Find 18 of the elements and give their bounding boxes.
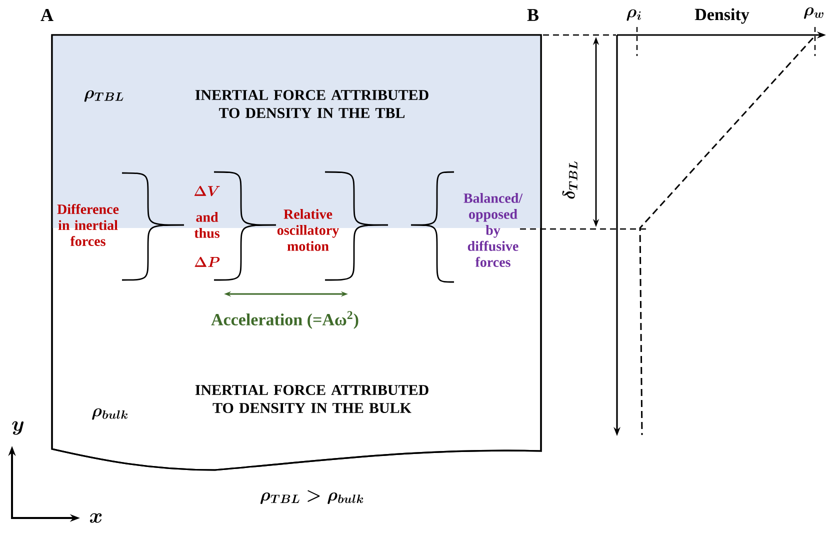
axis-label: $y$ xyxy=(12,421,24,435)
axis-label: $\rho_w$ xyxy=(804,7,824,19)
axis-label: $\rho_i$ xyxy=(626,9,641,21)
arrow-caption: Acceleration (=Aω$^{2}$) xyxy=(211,311,358,329)
annotation-text: and thus xyxy=(194,212,220,238)
annotation-text: $\Delta P$ xyxy=(194,256,220,267)
annotation-text: $\Delta V$ xyxy=(194,186,220,196)
annotation-text: Difference in inertial forces xyxy=(57,204,119,246)
dimension-label: $\delta_{TBL}$ xyxy=(562,162,578,199)
node-label: INERTIAL FORCE ATTRIBUTED TO DENSITY IN THE BULK xyxy=(195,384,428,414)
density-symbol: $\rho_{TBL}$ xyxy=(84,90,124,102)
axis-title: Density xyxy=(694,8,750,24)
inequality-text: $\rho_{TBL} > \rho_{bulk}$ xyxy=(260,490,364,504)
density-symbol: $\rho_{bulk}$ xyxy=(92,408,128,420)
annotation-text: Relative oscillatory motion xyxy=(277,209,339,251)
corner-letter: A xyxy=(40,9,54,21)
annotation-text: Balanced/ opposed by diffusive forces xyxy=(464,193,523,267)
axis-label: $x$ xyxy=(90,513,102,523)
